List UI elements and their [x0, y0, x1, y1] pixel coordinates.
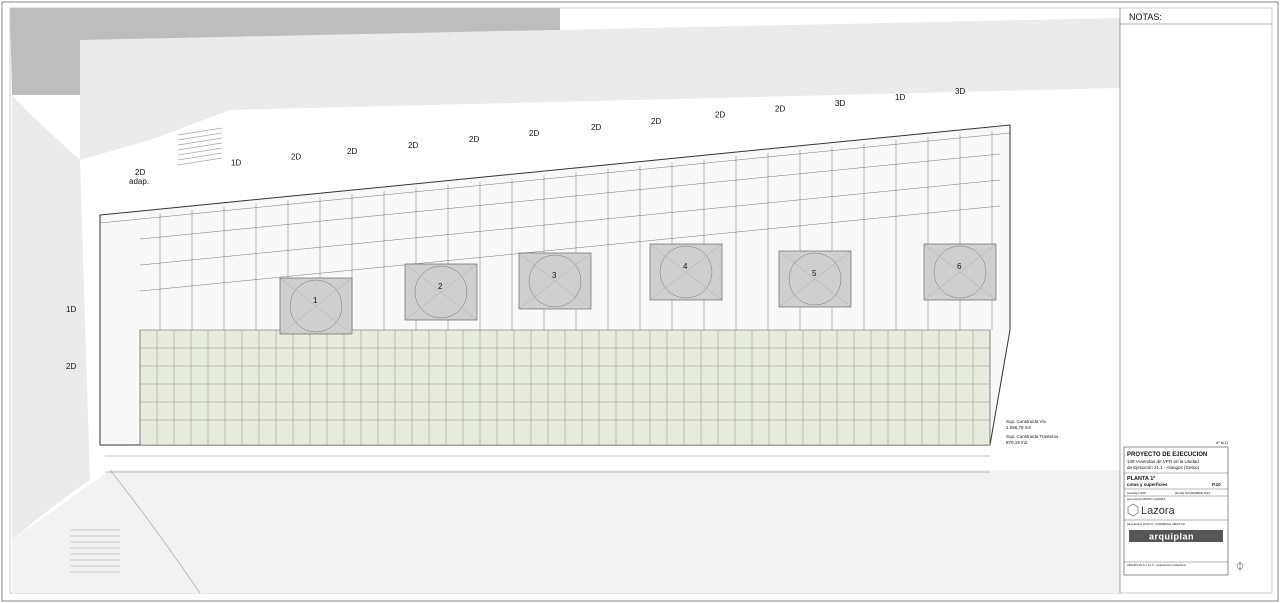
unit-type-label: 3D	[955, 87, 965, 96]
interior-line	[139, 153, 1001, 240]
unit-type-label: 2D	[347, 147, 357, 156]
courtyard-circle	[528, 254, 582, 308]
side-unit-1: 1D	[66, 305, 76, 314]
courtyard-1: 1	[279, 277, 353, 335]
unit-type-label: 2D	[291, 153, 301, 162]
unit-type-label: 2D	[135, 168, 145, 177]
side-unit-2: 2D	[66, 362, 76, 371]
zebra-crossing-top	[177, 127, 223, 166]
promoter-label: [promotor] GRUPO LAZORA	[1127, 497, 1165, 501]
courtyard-number: 4	[683, 262, 688, 271]
unit-type-label: 2D	[715, 111, 725, 120]
plan-title: PLANTA 1ª	[1127, 475, 1156, 482]
plan-subtitle: cotas y superficies	[1127, 482, 1168, 487]
courtyard-diagonal	[279, 277, 353, 335]
courtyard-circle	[933, 245, 987, 299]
courtyard-6: 6	[923, 243, 997, 301]
street-curve-left	[12, 95, 90, 540]
street-band	[80, 18, 1120, 160]
summary-viv-label: Sup. Construida Viv.	[1006, 419, 1047, 424]
architect-label: [arquitecto] JUAN C. CARDENAL ABAITUA	[1127, 522, 1185, 526]
lazora-wordmark: Lazora	[1141, 505, 1176, 517]
unit-type-label: 1D	[231, 159, 241, 168]
date-label: [fecha] NOVIEMBRE 2011	[1175, 491, 1210, 495]
title-block: nº 6/11 PROYECTO DE EJECUCION 149 Vivien…	[1123, 440, 1229, 576]
interior-line	[139, 179, 1001, 266]
courtyard-number: 1	[313, 296, 318, 305]
unit-type-label: 2D	[591, 123, 601, 132]
project-desc-2: de Ejecución 21.1 - Alangos (Getxo)	[1127, 465, 1200, 470]
courtyard-circle	[289, 279, 343, 333]
existing-building-top-left	[10, 8, 80, 95]
facade-inner-line	[99, 132, 1011, 224]
courtyards: 1 2 3 4 5 6	[279, 243, 997, 335]
project-heading: PROYECTO DE EJECUCION	[1127, 452, 1207, 458]
unit-type-label: 2D	[529, 129, 539, 138]
summary-tras-label: Sup. Construida Trasteros	[1006, 434, 1059, 439]
lower-street	[12, 470, 1120, 593]
arquiplan-logo-bg	[1129, 530, 1223, 542]
lazora-logo: Lazora	[1127, 503, 1176, 517]
firm-line: ARQUIPLAN S.C.S.L.P. - Arquitectura y Ur…	[1127, 563, 1186, 567]
unit-type-label: 3D	[835, 99, 845, 108]
courtyard-circle	[659, 245, 713, 299]
courtyard-number: 5	[812, 269, 817, 278]
courtyard-4: 4	[649, 243, 723, 301]
unit-type-label: 2D	[651, 117, 661, 126]
unit-type-label: 1D	[895, 93, 905, 102]
sheet-ref: nº 6/11	[1216, 440, 1229, 445]
courtyard-number: 6	[957, 262, 962, 271]
project-desc-1: 149 Viviendas de VPO en la Unidad	[1127, 459, 1199, 464]
curb-line	[109, 469, 201, 594]
notes-label: NOTAS:	[1129, 12, 1162, 22]
unit-type-sublabel: adap.	[129, 177, 149, 186]
courtyard-2: 2	[404, 263, 478, 321]
summary-tras-value: 870,19 m2	[1006, 440, 1028, 445]
existing-building-top	[80, 8, 180, 40]
unit-type-label: 2D	[775, 105, 785, 114]
interior-line	[139, 205, 1001, 292]
courtyard-3: 3	[518, 252, 592, 310]
courtyard-number: 2	[438, 282, 443, 291]
summary-viv-value: 1.056,78 m2	[1006, 425, 1032, 430]
scale-label: [escala] 1/100	[1127, 491, 1146, 495]
courtyard-5: 5	[778, 250, 852, 308]
courtyard-number: 3	[552, 271, 557, 280]
zebra-crossing-bottom	[70, 529, 120, 573]
courtyard-diagonal	[778, 250, 852, 308]
unit-type-label: 2D	[469, 135, 479, 144]
north-arrow-icon	[1236, 561, 1244, 571]
unit-type-label: 2D	[408, 141, 418, 150]
arquiplan-wordmark: arquiplan	[1149, 532, 1194, 542]
storage-partitions	[139, 330, 991, 445]
courtyard-diagonal	[404, 263, 478, 321]
courtyard-circle	[788, 252, 842, 306]
courtyard-circle	[414, 265, 468, 319]
courtyard-diagonal	[923, 243, 997, 301]
courtyard-diagonal	[649, 243, 723, 301]
courtyard-diagonal	[518, 252, 592, 310]
plan-code: P.10	[1212, 482, 1221, 487]
